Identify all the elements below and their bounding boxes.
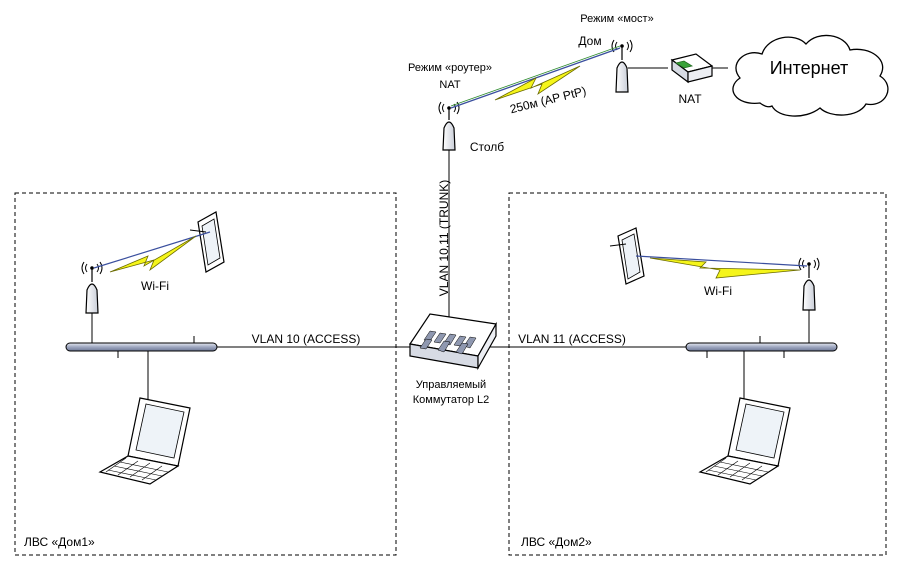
router-nat-label: NAT <box>678 92 702 106</box>
lan2-access-label: VLAN 11 (ACCESS) <box>518 332 626 346</box>
lan1-label: ЛВС «Дом1» <box>24 535 95 549</box>
lan1-laptop-icon <box>98 397 191 485</box>
switch-label-line2: Коммутатор L2 <box>413 394 490 406</box>
internet-label: Интернет <box>770 58 849 78</box>
internet-cloud-icon <box>732 34 889 117</box>
bridge-mode-label: Режим «мост» <box>580 13 653 25</box>
ptp-lightning-icon <box>494 65 581 101</box>
lan1-wifi-lightning-icon <box>109 235 197 273</box>
lan2-wifi-label: Wi-Fi <box>704 284 732 298</box>
nat-router-icon <box>670 53 714 84</box>
lan1-boundary <box>14 192 397 556</box>
lan2-wifi-lightning-icon <box>649 257 801 279</box>
lan1-wifi-link <box>93 231 211 273</box>
lan1-access-point-icon <box>81 261 103 314</box>
pole-name-label: Столб <box>470 140 504 154</box>
lan2-tablet-icon <box>609 227 645 285</box>
lan2-label: ЛВС «Дом2» <box>521 535 592 549</box>
lan2-access-point-icon <box>798 257 820 311</box>
lan1-wifi-label: Wi-Fi <box>141 279 169 293</box>
lan1-bus <box>65 336 218 358</box>
lan1-access-label: VLAN 10 (ACCESS) <box>252 332 361 346</box>
bridge-antenna-icon <box>611 39 633 93</box>
managed-switch-icon <box>408 313 497 371</box>
pole-mode-label: Режим «роутер» <box>408 62 492 74</box>
pole-nat-label: NAT <box>439 79 460 91</box>
ptp-wireless-link <box>450 45 621 109</box>
lan2-bus <box>685 336 838 358</box>
lan2-boundary <box>508 192 887 556</box>
lan2-wifi-link <box>635 255 808 279</box>
lan2-laptop-icon <box>698 397 791 485</box>
trunk-link-label: VLAN 10,11 (TRUNK) <box>437 180 451 296</box>
switch-label-line1: Управляемый <box>416 379 486 391</box>
pole-antenna-icon <box>438 101 460 151</box>
lan1-tablet-icon <box>189 211 225 273</box>
bridge-site-name: Дом <box>578 34 601 48</box>
